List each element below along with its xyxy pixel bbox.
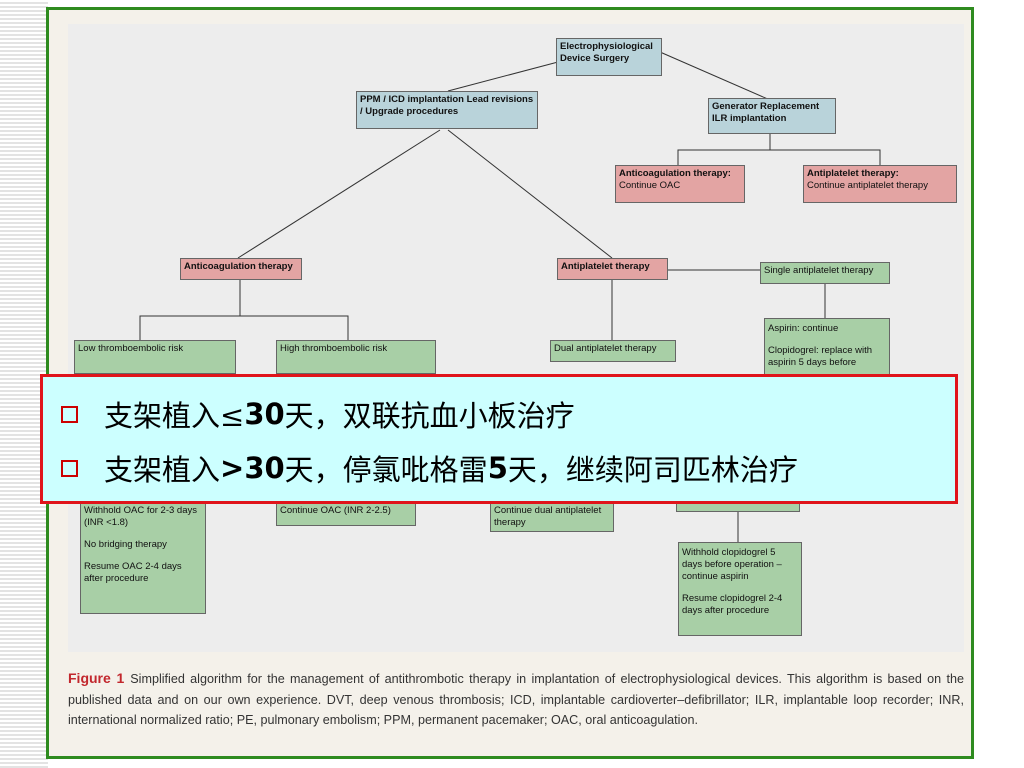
bullet-2-mid: 天，停氯吡格雷 <box>284 453 488 487</box>
node-gen-antiplatelet: Antiplatelet therapy: Continue antiplate… <box>803 165 957 203</box>
bullet-1-num: 30 <box>244 397 285 431</box>
node-gen-anticoag-title: Anticoagulation therapy: <box>619 168 731 179</box>
connector-anticoag-high <box>240 315 349 340</box>
node-anticoagulation: Anticoagulation therapy <box>180 258 302 280</box>
checkbox-bullet-icon <box>61 405 78 423</box>
node-clopidogrel-detail: Withhold clopidogrel 5 days before opera… <box>678 542 802 636</box>
figure-caption-text: Simplified algorithm for the management … <box>68 672 964 727</box>
resume-clopidogrel-line: Resume clopidogrel 2-4 days after proced… <box>682 593 783 616</box>
node-antiplatelet: Antiplatelet therapy <box>557 258 668 280</box>
figure-label: Figure 1 <box>68 670 125 686</box>
connector-ppm-antiplatelet <box>447 129 613 259</box>
node-ppm-icd: PPM / ICD implantation Lead revisions / … <box>356 91 538 129</box>
withhold-oac-line: Withhold OAC for 2-3 days (INR <1.8) <box>84 505 197 528</box>
withhold-clopidogrel-line: Withhold clopidogrel 5 days before opera… <box>682 547 782 582</box>
bullet-2-post: 天，继续阿司匹林治疗 <box>507 453 798 487</box>
bullet-2-num: >30 <box>220 451 285 485</box>
connector-root-ppm <box>447 61 559 92</box>
node-gen-antiplatelet-title: Antiplatelet therapy: <box>807 168 899 179</box>
clopidogrel-line: Clopidogrel: replace with aspirin 5 days… <box>768 345 873 368</box>
node-gen-anticoag: Anticoagulation therapy: Continue OAC <box>615 165 745 203</box>
node-high-risk: High thromboembolic risk <box>276 340 436 374</box>
connector-root-generator <box>659 51 771 101</box>
bullet-1-post: 天，双联抗血小板治疗 <box>284 399 575 433</box>
node-low-risk-detail: Withhold OAC for 2-3 days (INR <1.8) No … <box>80 496 206 614</box>
bullet-2-pre: 支架植入 <box>104 453 221 487</box>
resume-oac-line: Resume OAC 2-4 days after procedure <box>84 561 182 584</box>
node-aspirin: Aspirin: continue Clopidogrel: replace w… <box>764 318 890 376</box>
connector-generator-anticoag <box>677 134 771 165</box>
node-single-antiplatelet: Single antiplatelet therapy <box>760 262 890 284</box>
node-gen-anticoag-text: Continue OAC <box>619 180 681 191</box>
connector-generator-antiplatelet <box>770 149 881 165</box>
bullet-2-num2: 5 <box>487 451 508 485</box>
node-gen-antiplatelet-text: Continue antiplatelet therapy <box>807 180 928 191</box>
node-root: Electrophysiological Device Surgery <box>556 38 662 76</box>
connector-anticoag-low <box>139 280 241 340</box>
connector-ppm-anticoag <box>237 129 441 259</box>
bullet-1-pre: 支架植入≤ <box>104 399 245 433</box>
node-low-risk: Low thromboembolic risk <box>74 340 236 374</box>
aspirin-line: Aspirin: continue <box>768 323 839 334</box>
node-dual-antiplatelet: Dual antiplatelet therapy <box>550 340 676 362</box>
no-bridging-line: No bridging therapy <box>84 539 167 550</box>
checkbox-bullet-icon <box>61 459 78 477</box>
node-generator: Generator Replacement ILR implantation <box>708 98 836 134</box>
